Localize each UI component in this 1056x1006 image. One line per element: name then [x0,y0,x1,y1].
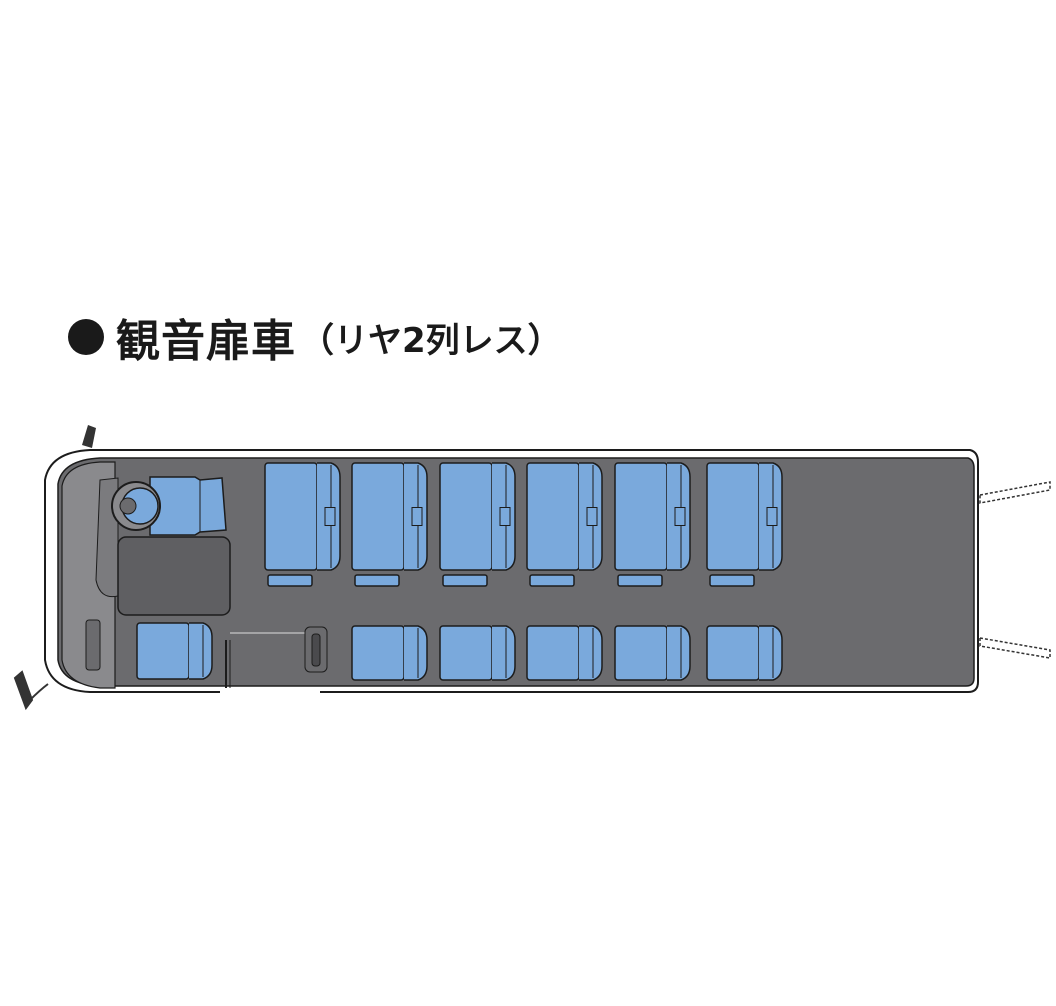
footrest [617,574,663,587]
footrest [442,574,488,587]
rear-doors [967,481,1051,659]
seat-bottom-row [351,625,428,681]
title-sub: （リヤ2列レス） [300,320,562,361]
mirror-icon [13,670,49,711]
diagram-title: 観音扉車 （リヤ2列レス） [68,305,562,369]
title-main: 観音扉車 [116,316,296,367]
footrest [354,574,400,587]
front-passenger-seat [136,622,213,680]
seat-top-row [439,462,516,571]
entry-door [220,626,328,694]
seat-bottom-row [706,625,783,681]
seat-top-row [264,462,341,571]
mirror-icon [82,425,96,448]
seat-top-row [526,462,603,571]
seat-bottom-row [614,625,691,681]
seat-top-row [614,462,691,571]
footrest [709,574,755,587]
step [85,619,101,671]
seat-bottom-row [439,625,516,681]
footrest [267,574,313,587]
seat-top-row [706,462,783,571]
engine-cover [117,536,231,616]
steering-wheel-icon [111,481,161,531]
footrest [529,574,575,587]
seat-top-row [351,462,428,571]
bullet-icon [68,319,104,355]
seat-bottom-row [526,625,603,681]
driver-seat [149,476,227,536]
